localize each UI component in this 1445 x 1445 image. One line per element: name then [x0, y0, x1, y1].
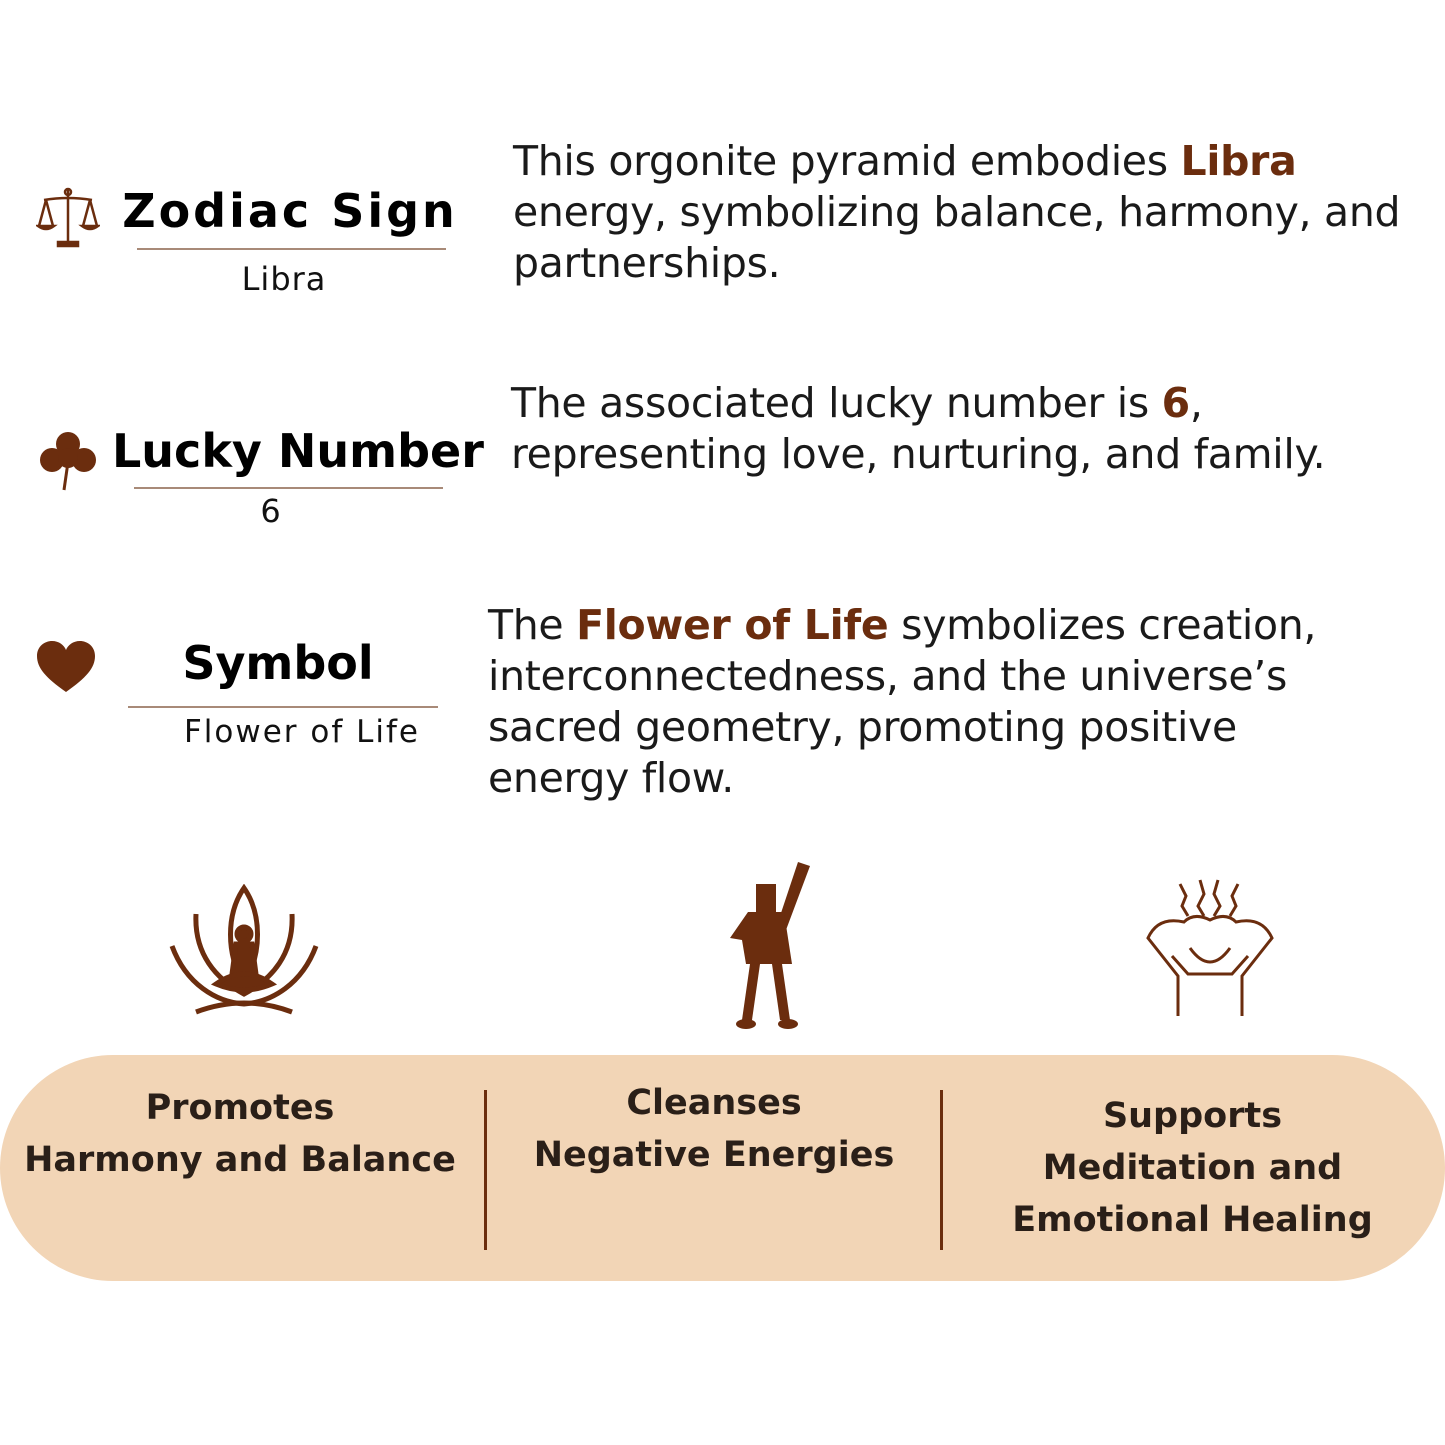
benefit-line: Promotes [145, 1088, 335, 1128]
raised-fist-person-icon [726, 860, 812, 1030]
clover-icon [36, 428, 100, 492]
stress-relief-icon [1144, 876, 1276, 1026]
desc-highlight: Flower of Life [576, 601, 889, 649]
lotus-meditation-icon [166, 884, 322, 1024]
symbol-value: Flower of Life [183, 714, 421, 750]
vertical-divider [940, 1090, 943, 1250]
desc-text: energy, symbolizing balance, harmony, an… [513, 188, 1401, 287]
benefit-line: Supports [1102, 1096, 1283, 1136]
benefit-harmony: Promotes Harmony and Balance [20, 1082, 460, 1186]
lucky-number-description: The associated lucky number is 6, repres… [511, 378, 1426, 480]
desc-text: , representing love, nurturing, and fami… [511, 379, 1326, 478]
divider [137, 248, 446, 250]
desc-highlight: 6 [1161, 379, 1191, 427]
divider [128, 706, 438, 708]
benefit-meditation: Supports Meditation and Emotional Healin… [960, 1090, 1425, 1246]
symbol-heading: Symbol [182, 636, 374, 690]
vertical-divider [484, 1090, 487, 1250]
desc-text: This orgonite pyramid embodies [513, 137, 1181, 185]
desc-highlight: Libra [1180, 137, 1297, 185]
symbol-description: The Flower of Life symbolizes creation, … [488, 600, 1368, 804]
benefit-line: Cleanses [626, 1083, 802, 1123]
benefits-banner [0, 1055, 1445, 1281]
lucky-number-heading: Lucky Number [112, 424, 484, 478]
heart-icon [36, 640, 96, 694]
zodiac-sign-heading: Zodiac Sign [122, 184, 458, 238]
benefit-line: Meditation and [1042, 1148, 1343, 1188]
zodiac-sign-value: Libra [241, 260, 327, 298]
lucky-number-value: 6 [260, 492, 282, 530]
benefit-line: Emotional Healing [1012, 1200, 1373, 1240]
desc-text: The associated lucky number is [511, 379, 1162, 427]
benefit-line: Harmony and Balance [24, 1140, 456, 1180]
zodiac-description: This orgonite pyramid embodies Libra ene… [513, 136, 1428, 289]
desc-text: symbolizes creation, interconnectedness,… [488, 601, 1317, 802]
desc-text: The [488, 601, 577, 649]
divider [134, 487, 443, 489]
scales-icon [36, 186, 100, 250]
benefit-cleanse: Cleanses Negative Energies [500, 1077, 928, 1181]
benefit-line: Negative Energies [533, 1135, 895, 1175]
